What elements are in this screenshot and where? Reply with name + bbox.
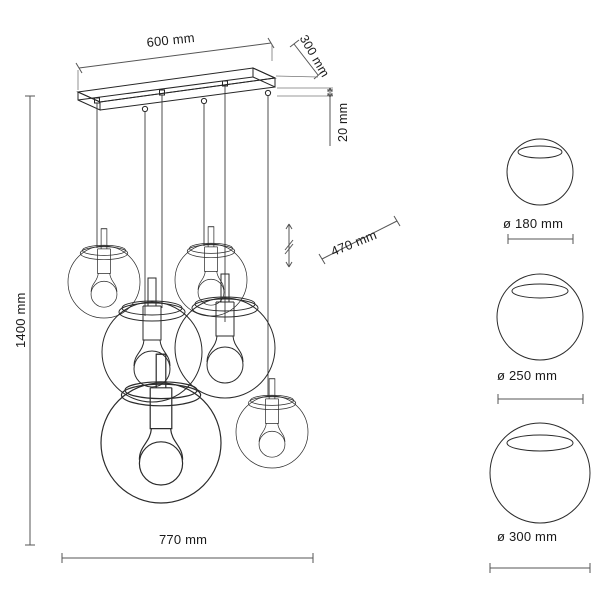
legend-label-300: ø 300 mm	[497, 529, 558, 544]
globe-5	[100, 353, 222, 504]
legend-label-250: ø 250 mm	[497, 368, 558, 383]
legend-globe-300	[489, 422, 591, 524]
legend-globe-180	[506, 138, 574, 206]
dimension-470mm	[284, 215, 401, 268]
globe-1	[67, 228, 141, 319]
dimension-20mm	[277, 87, 333, 146]
ceiling-canopy	[78, 68, 275, 110]
legend-label-180: ø 180 mm	[503, 216, 564, 231]
dimension-1400mm	[25, 95, 35, 546]
dimension-300mm	[275, 39, 324, 80]
suspension-cables	[96, 86, 269, 397]
dimension-770mm	[61, 553, 314, 563]
dimension-label-770mm: 770 mm	[159, 532, 208, 547]
globe-3	[174, 226, 248, 317]
dimension-label-1400mm: 1400 mm	[13, 292, 28, 348]
legend-dimension-300	[489, 563, 591, 573]
legend-globe-250	[496, 273, 584, 361]
legend-dimension-180	[507, 234, 574, 244]
dimension-600mm	[75, 37, 275, 90]
legend-dimension-250	[497, 394, 584, 404]
dimension-label-20mm: 20 mm	[336, 102, 350, 142]
globe-6	[235, 378, 309, 469]
